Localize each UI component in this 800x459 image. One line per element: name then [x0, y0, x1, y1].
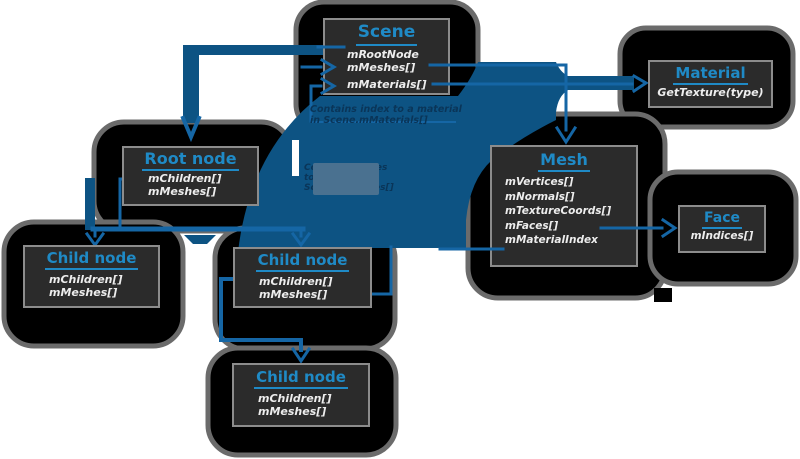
material-arrowhead-icon [631, 73, 649, 94]
white-sliver [292, 140, 299, 176]
material-member-gettexture: GetTexture(type) [657, 86, 764, 100]
root-node-member-mmeshes: mMeshes[] [148, 184, 217, 198]
child-node-center-box: Child node mChildren[] mMeshes[] [233, 247, 372, 308]
material-box: Material GetTexture(type) [648, 60, 773, 108]
center-child-children-connector [219, 277, 303, 352]
blob-joint [654, 288, 672, 302]
child-node-bottom-member-mchildren: mChildren[] [258, 392, 332, 406]
child-node-center-title: Child node [255, 251, 350, 273]
mesh-member-mtexturecoords: mTextureCoords[] [505, 205, 612, 218]
mesh-member-mmaterialindex: mMaterialIndex [505, 234, 598, 247]
child-node-center-member-mmeshes: mMeshes[] [259, 288, 328, 302]
scene-member-mmaterials: mMaterials[] [347, 77, 427, 91]
face-member-mindices: mIndices[] [690, 230, 754, 243]
swoosh-left-bar [85, 178, 95, 230]
face-box-title: Face [702, 210, 742, 230]
child-node-left-member-mmeshes: mMeshes[] [49, 286, 118, 300]
root-node-member-mchildren: mChildren[] [148, 172, 222, 186]
materials-note-link [309, 84, 323, 123]
child-node-left-member-mchildren: mChildren[] [49, 273, 123, 287]
mesh-arrowhead-icon [554, 125, 578, 145]
child-node-bottom-member-mmeshes: mMeshes[] [258, 405, 327, 419]
child-node-bottom-box: Child node mChildren[] mMeshes[] [232, 363, 370, 427]
swoosh-rootnode-stem [183, 45, 199, 123]
mesh-box-title: Mesh [538, 150, 590, 173]
material-note: Contains index to a material in Scene.mM… [310, 104, 462, 126]
root-node-box: Root node mChildren[] mMeshes[] [122, 146, 259, 206]
material-box-title: Material [673, 64, 748, 86]
swoosh-rootnode-bar [183, 45, 323, 55]
face-box: Face mIndices[] [678, 205, 766, 253]
mesh-note-cover [313, 163, 379, 195]
root-node-arrowhead-icon [180, 115, 202, 143]
child-node-center-member-mchildren: mChildren[] [259, 275, 333, 289]
mesh-box: Mesh mVertices[] mNormals[] mTextureCoor… [490, 145, 638, 267]
child-node-left-title: Child node [44, 249, 139, 271]
material-note-line2: in Scene.mMaterials[] [310, 114, 428, 126]
swoosh-right-bar [288, 170, 297, 204]
swoosh-pillar-cap [184, 235, 216, 244]
scene-box-title: Scene [355, 22, 418, 46]
scene-member-mmeshes: mMeshes[] [347, 60, 416, 74]
child-bottom-arrowhead-icon [290, 346, 312, 364]
swoosh-shape [238, 62, 634, 252]
scene-box: Scene mRootNode mMeshes[] mMaterials[] [323, 18, 450, 95]
root-node-box-title: Root node [142, 149, 239, 172]
child-center-arrowhead-icon [290, 231, 312, 248]
face-arrowhead-icon [660, 217, 678, 239]
mesh-member-mnormals: mNormals[] [505, 190, 575, 203]
mesh-member-mvertices: mVertices[] [505, 176, 574, 189]
material-note-line1: Contains index to a material [310, 104, 462, 115]
child-node-left-box: Child node mChildren[] mMeshes[] [23, 245, 160, 308]
child-node-bottom-title: Child node [254, 368, 348, 390]
scene-member-mrootnode: mRootNode [347, 47, 419, 61]
mesh-member-mfaces: mFaces[] [505, 219, 559, 232]
